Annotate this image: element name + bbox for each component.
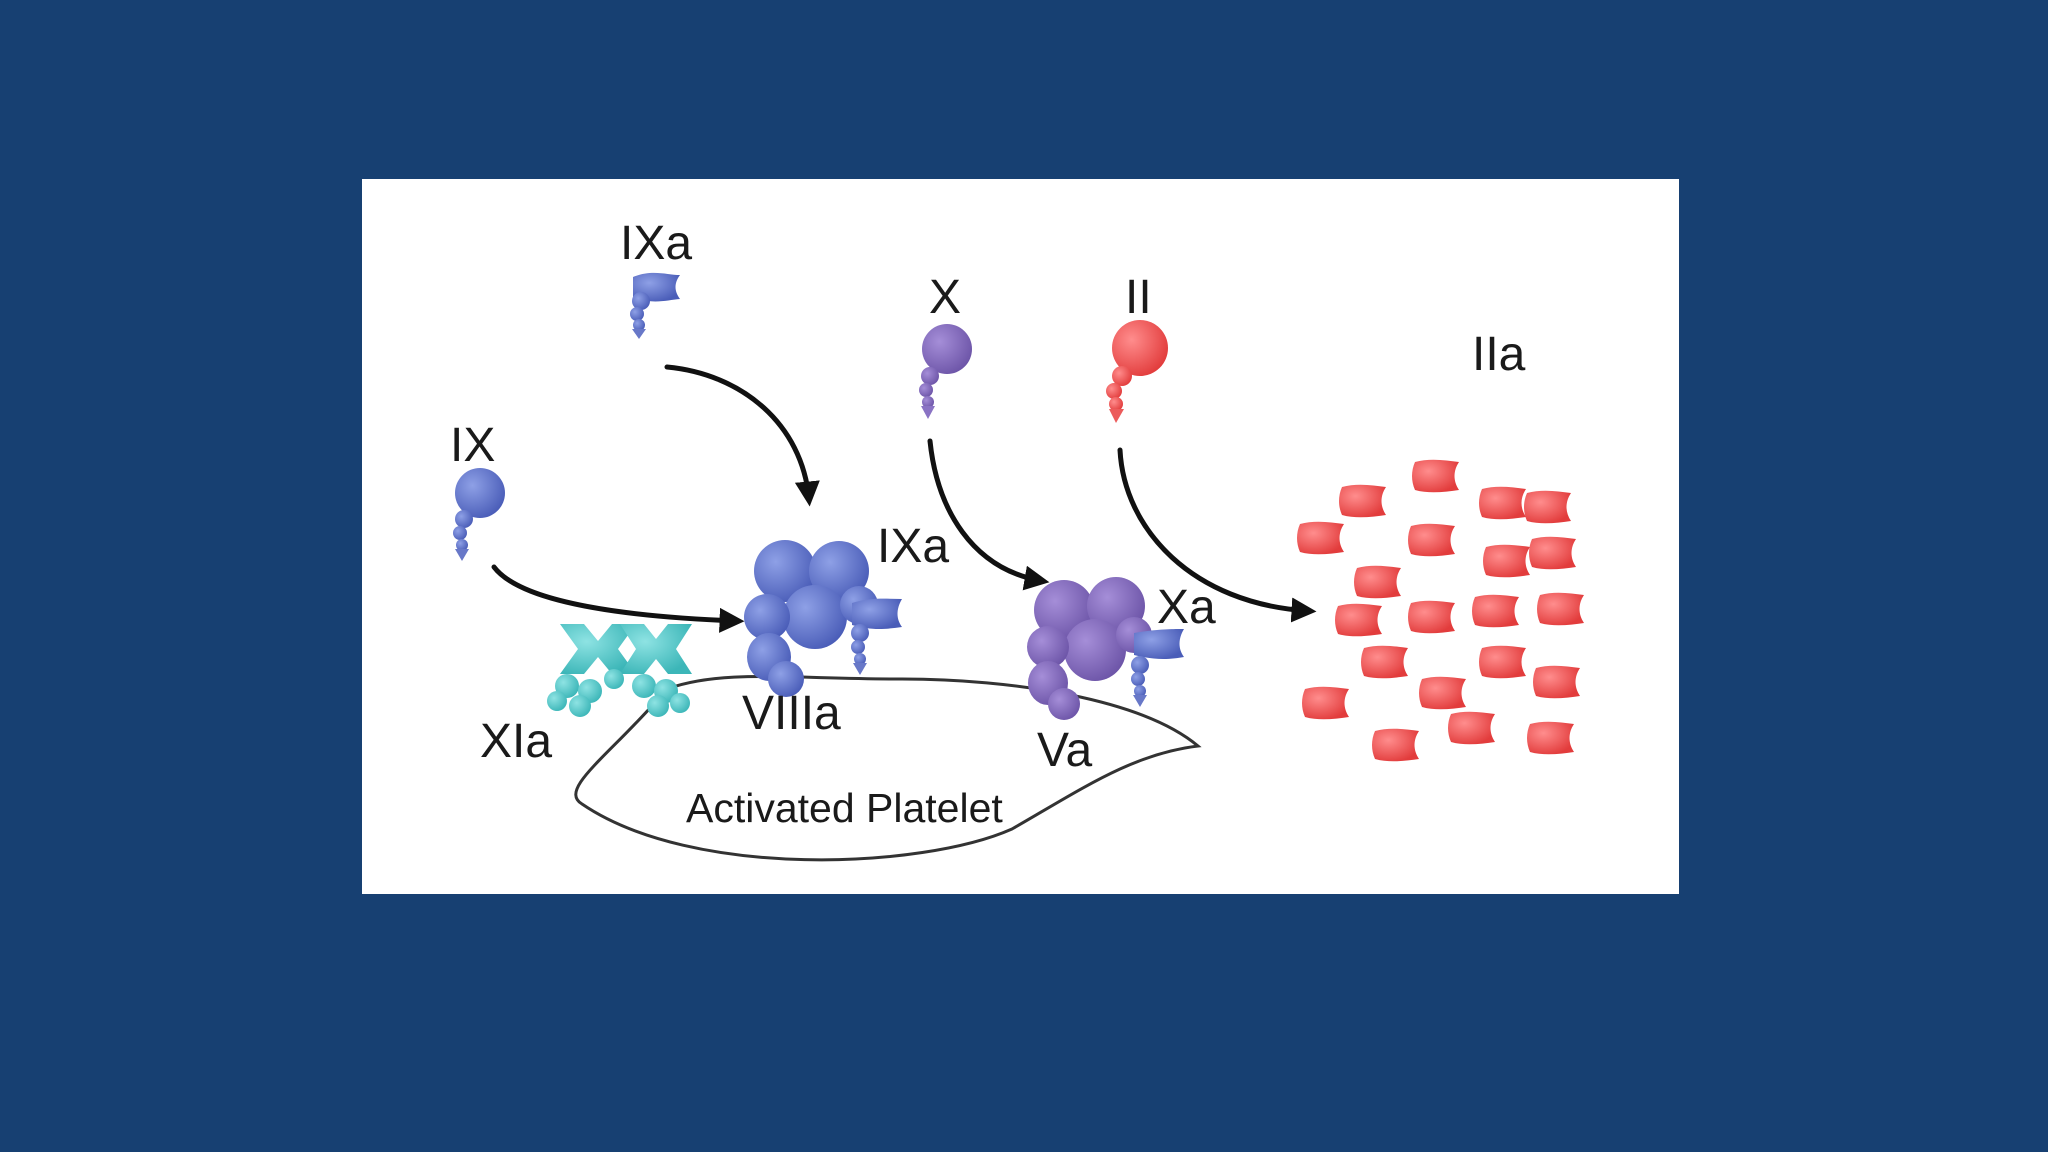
label-ixa-top: IXa [620,217,692,270]
thrombin-cluster-icon [1297,459,1584,762]
label-ix: IX [450,419,495,472]
activated-platelet-icon [574,675,1202,862]
label-activated-platelet: Activated Platelet [686,785,1003,831]
label-ixa-complex: IXa [877,520,949,573]
coagulation-cascade-diagram: IXa IX X II IIa IXa Xa XIa VIIIa Va Acti… [450,217,1584,862]
label-iia: IIa [1472,328,1526,381]
factor-ixa-molecule-icon [630,272,680,339]
arrow-ixa-to-complex [664,364,820,507]
arrow-ix-to-complex [491,564,745,633]
reaction-arrows [491,364,1317,633]
prothrombinase-complex-icon [1027,577,1184,720]
label-x: X [929,271,961,324]
label-xa: Xa [1157,581,1216,634]
label-va: Va [1037,724,1092,777]
label-viiia: VIIIa [742,687,841,740]
factor-xia-molecule-icon [547,624,692,717]
factor-x-molecule-icon [919,324,972,419]
factor-ii-molecule-icon [1106,320,1168,423]
label-xia: XIa [480,715,552,768]
diagram-panel: IXa IX X II IIa IXa Xa XIa VIIIa Va Acti… [362,179,1679,894]
tenase-complex-icon [744,540,902,697]
factor-ix-molecule-icon [453,468,505,561]
arrow-x-to-xa [927,438,1050,591]
label-ii: II [1125,271,1152,324]
arrow-ii-to-iia [1117,447,1317,623]
